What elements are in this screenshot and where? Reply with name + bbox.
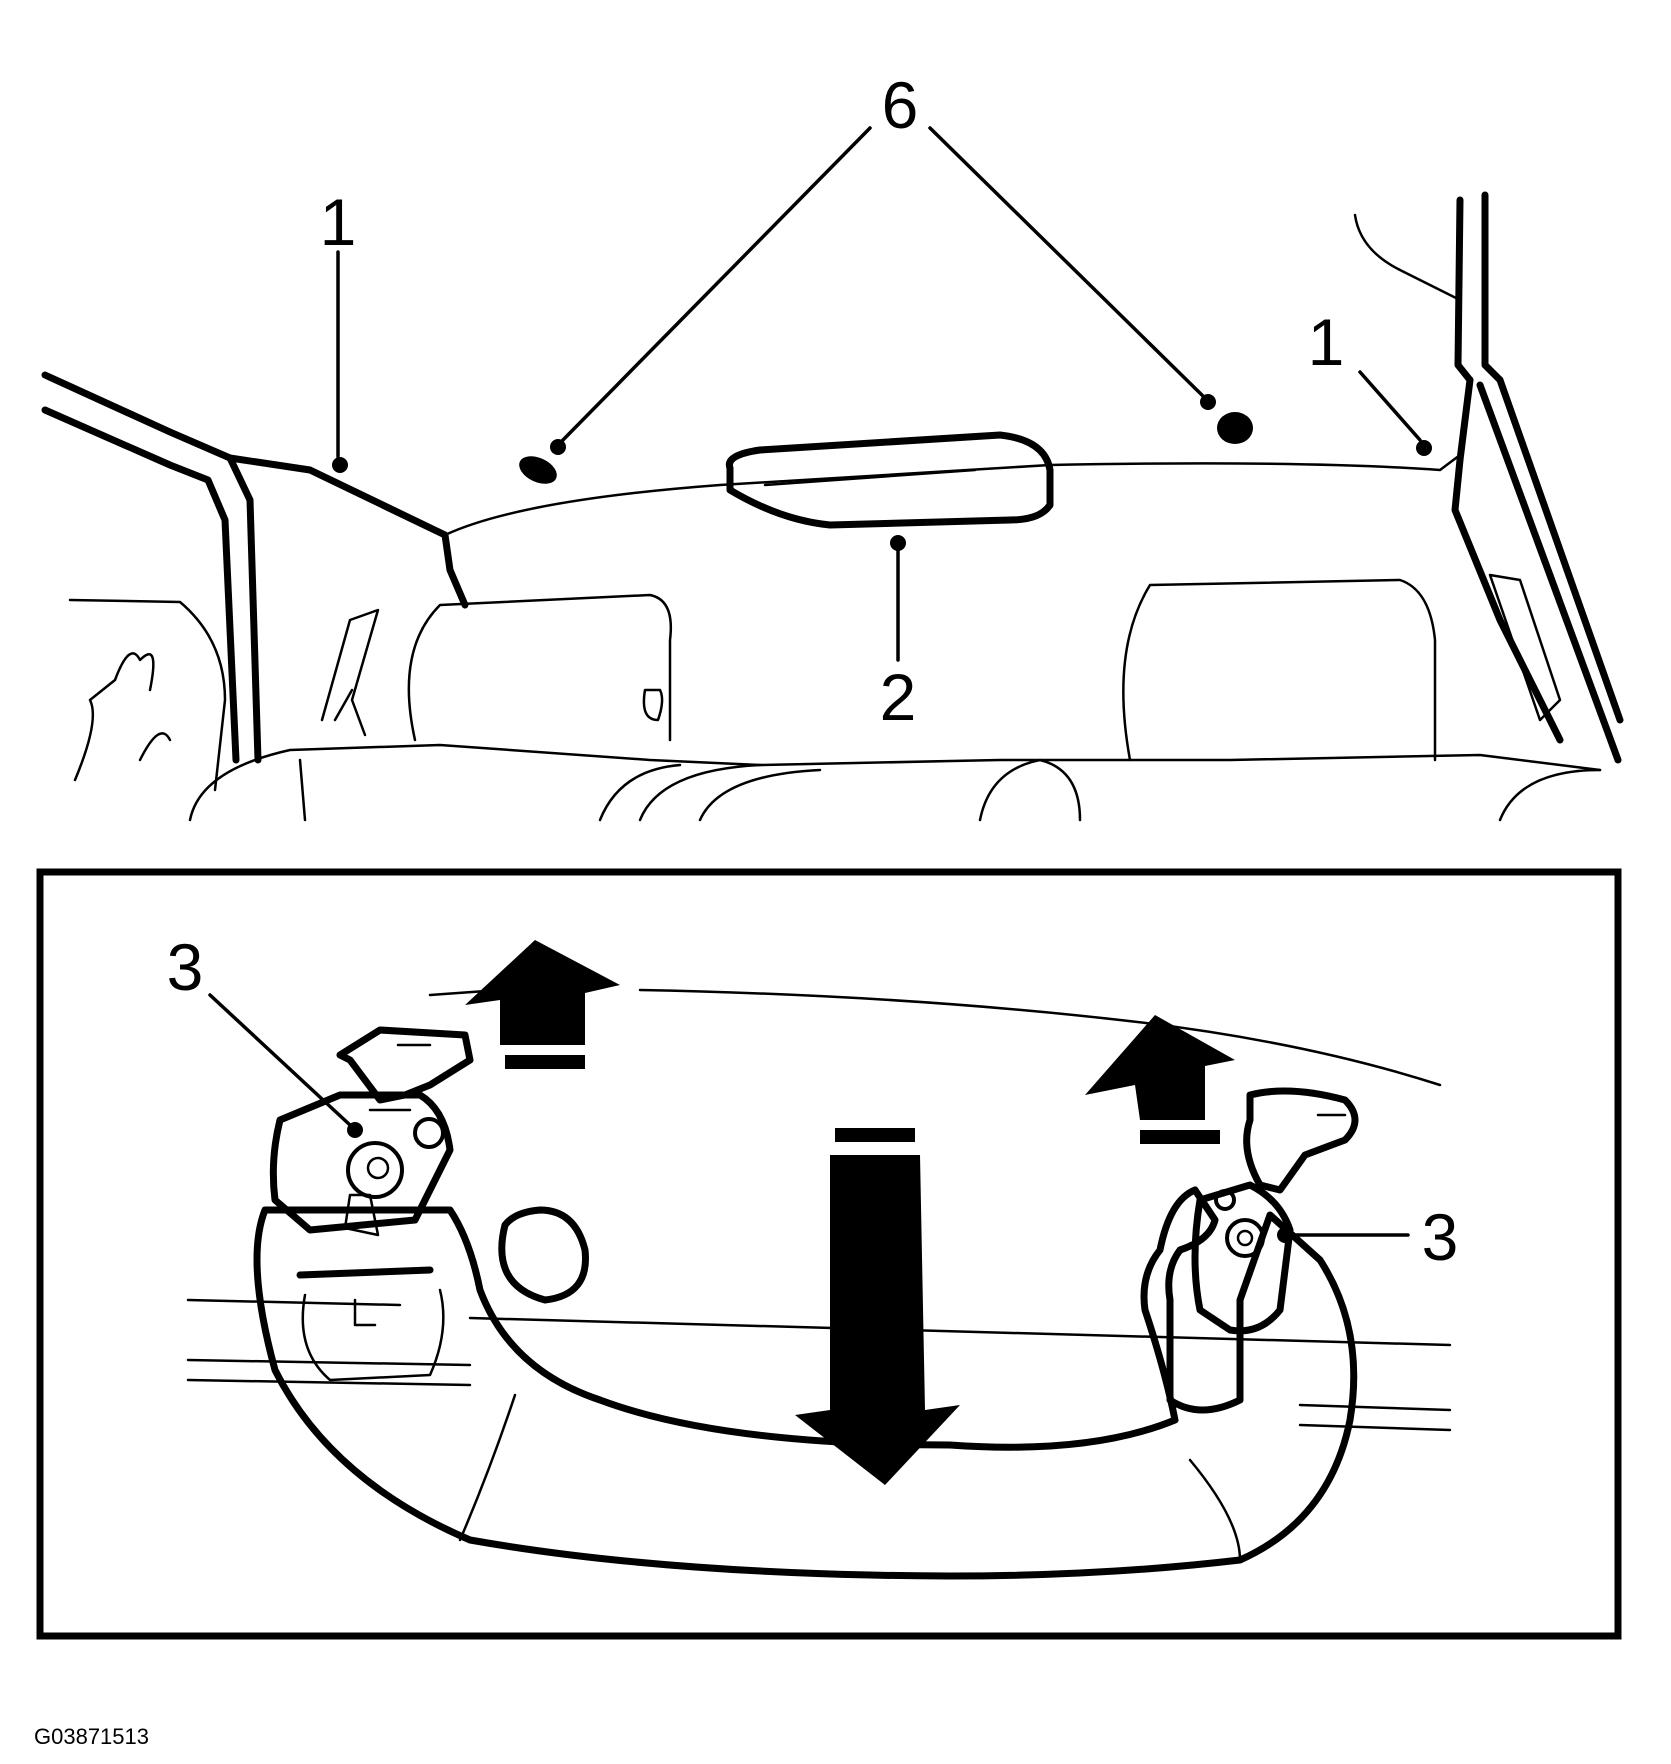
fastener-left — [519, 456, 557, 484]
inset-frame — [36, 868, 1622, 1640]
overhead-console — [725, 431, 1054, 529]
headrest-left — [407, 593, 673, 742]
up-arrow-right — [1085, 1015, 1235, 1144]
left-pillar-trim — [41, 371, 469, 764]
clip-left — [269, 1026, 589, 1382]
callout-1-left: 1 — [320, 185, 357, 259]
callout-3-right: 3 — [1422, 1200, 1459, 1274]
headliner-edge — [443, 453, 1462, 537]
down-arrow — [795, 1128, 960, 1485]
callout-2: 2 — [880, 660, 917, 734]
figure-id-label: G03871513 — [34, 1724, 149, 1749]
right-pillar-trim — [1353, 191, 1624, 764]
vehicle-interior-view: 1 1 2 6 — [41, 68, 1624, 822]
headrest-right — [1122, 578, 1437, 762]
callout-3-left: 3 — [167, 930, 204, 1004]
rear-seat-backs — [188, 743, 1602, 822]
grab-handle — [253, 1186, 1358, 1580]
callout-6: 6 — [882, 68, 919, 142]
clip-right — [1191, 1087, 1359, 1335]
grab-handle-inset: 3 3 — [36, 868, 1622, 1640]
fastener-right — [1217, 412, 1253, 444]
callout-1-right: 1 — [1308, 305, 1345, 379]
up-arrow-left — [465, 940, 620, 1069]
